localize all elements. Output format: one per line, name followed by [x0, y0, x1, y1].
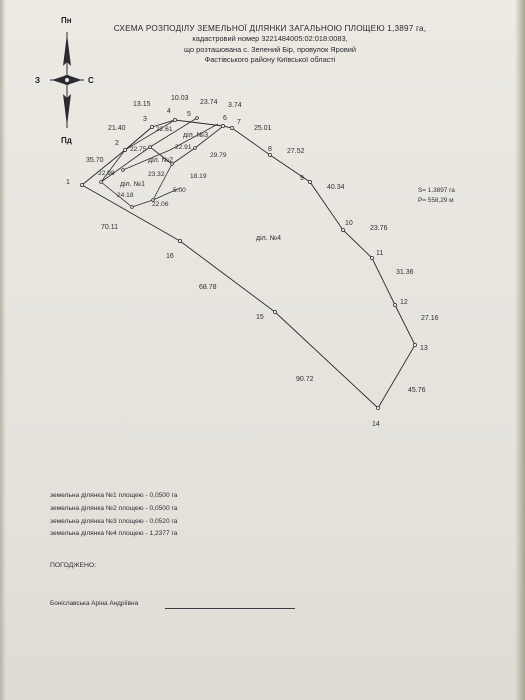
parcel-area-list: земельна ділянка №1 площею - 0,0500 га з…: [50, 490, 177, 541]
signature-line: [165, 608, 295, 609]
parcel-2-label: діл. №2: [148, 156, 173, 164]
east-label: С: [88, 76, 94, 85]
length-inner-22-06: 22.06: [152, 201, 169, 208]
signer-name: Боніславська Аріна Андріївна: [50, 600, 139, 607]
length-8-9: 27.52: [287, 148, 305, 155]
length-15-16: 68.78: [199, 284, 217, 291]
length-16-1: 70.11: [101, 224, 118, 231]
length-5-6: 23.74: [200, 99, 218, 106]
point-10: 10: [345, 220, 353, 227]
length-7-8: 25.01: [254, 125, 272, 132]
title-line-3: що розташована с. Зелений Бір, провулок …: [183, 44, 357, 54]
length-inner-22-61: 22.61: [156, 126, 173, 133]
title-line-2: кадастровий номер 3221484005:02:018:0083…: [192, 34, 348, 44]
parcel-4-label: діл. №4: [256, 234, 281, 242]
point-16: 16: [166, 253, 174, 260]
parcel-3-label: діл. №3: [183, 131, 208, 139]
parcel-area-4: земельна ділянка №4 площею - 1,2377 га: [50, 530, 178, 538]
point-15: 15: [256, 314, 264, 321]
length-6-7: 3.74: [228, 102, 242, 109]
point-11: 11: [376, 250, 383, 257]
length-1-2: 35.70: [86, 157, 104, 164]
parcel-area-1: земельна ділянка №1 площею - 0,0500 га: [50, 492, 178, 499]
point-1: 1: [66, 179, 70, 186]
right-edge-shadow: [515, 0, 525, 700]
land-plan-drawing: 1 2 3 4 5 6 7 8 9 10 11 12 13 14 15 16 2…: [66, 95, 439, 428]
point-7: 7: [237, 119, 241, 126]
length-inner-22-75: 22.75: [130, 146, 147, 153]
scheme-title: СХЕМА РОЗПОДІЛУ ЗЕМЕЛЬНОЇ ДІЛЯНКИ ЗАГАЛЬ…: [100, 24, 440, 66]
outer-boundary: [81, 119, 416, 409]
point-5: 5: [187, 111, 191, 118]
length-3-4: 13.15: [133, 101, 151, 108]
point-13: 13: [420, 345, 428, 352]
perimeter: P= 558,29 м: [418, 197, 454, 204]
length-9-10: 40.34: [327, 184, 345, 191]
boundary-vertices: [80, 116, 417, 410]
length-4-5: 10.03: [171, 95, 189, 102]
point-3: 3: [143, 116, 147, 123]
length-12-13: 27.16: [421, 315, 439, 322]
length-2-3: 21.40: [108, 125, 126, 132]
length-13-14: 45.76: [408, 387, 426, 394]
north-label: Пн: [61, 16, 72, 25]
length-14-15: 90.72: [296, 376, 314, 383]
agreed-label: ПОГОДЖЕНО:: [50, 562, 97, 569]
point-12: 12: [400, 299, 408, 306]
compass-rose: Пн Пд З С: [30, 10, 110, 150]
parcel-area-2: земельна ділянка №2 площею - 0,0500 га: [50, 504, 178, 512]
point-4: 4: [167, 108, 171, 115]
point-8: 8: [268, 146, 272, 153]
length-10-11: 23.76: [370, 225, 388, 232]
length-inner-22-98: 22.98: [98, 170, 115, 177]
length-inner-22-91: 22.91: [175, 144, 192, 151]
parcel-1-label: діл. №1: [120, 180, 145, 188]
length-inner-29-79: 29.79: [210, 152, 227, 159]
west-label: З: [35, 76, 41, 85]
point-14: 14: [372, 421, 380, 428]
length-11-12: 31.36: [396, 269, 414, 276]
left-edge-shadow: [0, 0, 6, 700]
point-6: 6: [223, 115, 227, 122]
point-9: 9: [300, 175, 304, 182]
total-area: S= 1.3897 га: [418, 187, 455, 194]
point-2: 2: [115, 140, 119, 147]
length-inner-18-19: 18.19: [190, 173, 207, 180]
parcel-area-3: земельна ділянка №3 площею - 0,0520 га: [50, 517, 178, 525]
title-line-4: Фастівського району Київської області: [204, 55, 336, 65]
length-inner-5-00: 5.00: [173, 187, 186, 194]
area-summary: S= 1.3897 га P= 558,29 м: [418, 186, 455, 206]
south-label: Пд: [61, 136, 72, 145]
title-line-1: СХЕМА РОЗПОДІЛУ ЗЕМЕЛЬНОЇ ДІЛЯНКИ ЗАГАЛЬ…: [113, 24, 427, 33]
compass-arrow-icon: [50, 32, 84, 128]
internal-division-lines: [100, 117, 223, 208]
length-inner-24-18: 24.18: [117, 192, 134, 199]
length-inner-23-32: 23.32: [148, 171, 165, 178]
